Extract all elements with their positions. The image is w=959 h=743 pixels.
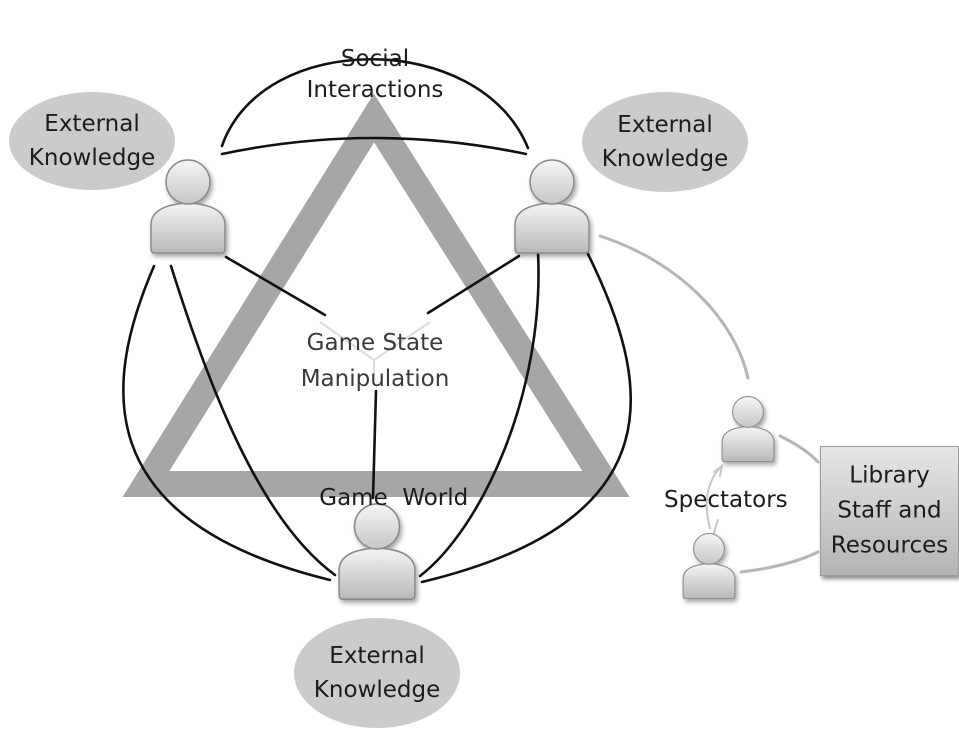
ek-line-1: External	[329, 643, 425, 669]
library-line-2: Staff and	[837, 497, 942, 524]
spectators-text: Spectators	[664, 487, 788, 513]
ek-line-1: External	[617, 112, 713, 138]
label-line-1: Game State	[306, 330, 444, 356]
external-knowledge-top-left: External Knowledge	[9, 92, 175, 190]
game-state-dividers	[319, 321, 431, 380]
ek-line-2: Knowledge	[313, 677, 441, 703]
spectator-top-icon	[721, 395, 775, 463]
library-line-1: Library	[849, 462, 930, 489]
spectators-label: Spectators	[664, 485, 800, 516]
library-staff-box: Library Staff and Resources	[820, 446, 959, 576]
game-world-text: Game World	[319, 485, 469, 511]
game-world-label: Game World	[290, 452, 468, 545]
label-line-2: Manipulation	[300, 366, 450, 392]
ek-line-2: Knowledge	[28, 145, 156, 171]
library-text: Library Staff and Resources	[821, 459, 958, 564]
ek-line-1: External	[44, 111, 140, 137]
external-knowledge-text: External Knowledge	[9, 107, 175, 175]
social-interactions-label: Social Interactions	[293, 44, 457, 106]
external-knowledge-bottom: External Knowledge	[294, 618, 460, 728]
label-line-2: Interactions	[306, 77, 444, 103]
interaction-lines	[122, 57, 633, 584]
external-knowledge-top-right: External Knowledge	[582, 92, 748, 192]
library-line-3: Resources	[830, 532, 949, 559]
label-line-1: Social	[340, 46, 410, 72]
spectator-lines	[598, 234, 820, 574]
player-right-icon	[514, 159, 590, 254]
ek-line-2: Knowledge	[601, 146, 729, 172]
game-world-triangle	[122, 93, 630, 497]
external-knowledge-text: External Knowledge	[294, 639, 460, 707]
external-knowledge-text: External Knowledge	[582, 108, 748, 176]
game-state-label: Game State Manipulation	[290, 325, 460, 397]
spectator-bottom-icon	[682, 532, 736, 600]
